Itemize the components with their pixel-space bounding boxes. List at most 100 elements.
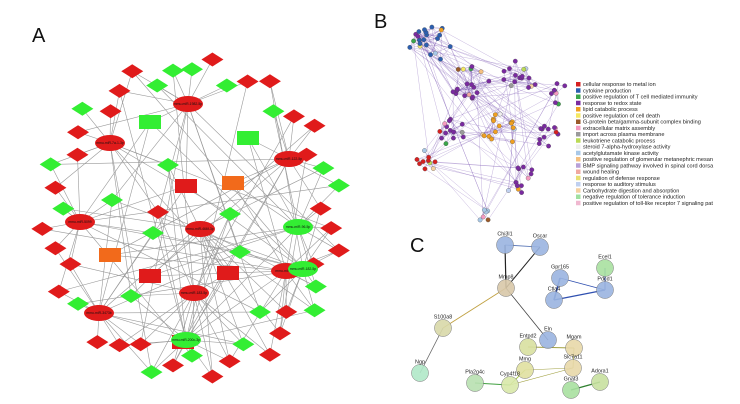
panel-c-edge bbox=[442, 287, 507, 329]
panel-a-target-node bbox=[309, 201, 332, 216]
panel-b-term-node bbox=[551, 87, 557, 93]
legend-label: cytokine production bbox=[583, 88, 631, 94]
panel-b-term-node bbox=[528, 171, 534, 177]
panel-a-edge bbox=[247, 137, 299, 228]
panel-b-term-node bbox=[493, 129, 498, 135]
panel-b-edge bbox=[415, 34, 512, 86]
legend-label: import across plasma membrane bbox=[583, 132, 664, 138]
panel-b-edge bbox=[515, 61, 523, 77]
panel-b-term-node bbox=[469, 64, 475, 69]
panel-a-edge bbox=[130, 295, 187, 341]
panel-b-edge bbox=[424, 168, 488, 212]
legend-label: positive regulation of cell death bbox=[583, 113, 660, 119]
panel-c-protein-node bbox=[519, 338, 537, 356]
panel-b-term-node bbox=[507, 66, 512, 71]
panel-a-target-node bbox=[327, 243, 350, 258]
panel-a-target-node bbox=[31, 221, 54, 236]
panel-a-mirna-label: mmu-miR-5099 bbox=[68, 220, 91, 224]
panel-a-target-node bbox=[120, 289, 142, 303]
panel-b-edge bbox=[431, 27, 436, 54]
panel-a-edge bbox=[109, 142, 159, 213]
panel-a-target-node bbox=[303, 118, 326, 133]
panel-a-edge bbox=[132, 71, 304, 270]
legend-label: leukotriene catabolic process bbox=[583, 138, 655, 144]
panel-a-edge bbox=[247, 137, 287, 272]
legend-swatch bbox=[576, 138, 581, 143]
panel-b-term-node bbox=[407, 45, 413, 50]
legend-swatch bbox=[576, 94, 581, 99]
panel-b-edge bbox=[548, 93, 557, 130]
panel-c-protein-node bbox=[539, 331, 557, 349]
panel-b-edge bbox=[471, 66, 519, 169]
panel-b-edge bbox=[450, 46, 541, 129]
legend-swatch bbox=[576, 144, 581, 149]
panel-a-edge bbox=[149, 158, 290, 277]
panel-c-protein-node bbox=[501, 376, 519, 394]
panel-a-edge bbox=[193, 292, 230, 362]
panel-b-term-node bbox=[480, 214, 486, 220]
panel-b-term-node bbox=[455, 86, 460, 92]
panel-a-edge bbox=[151, 292, 195, 373]
panel-a-edge bbox=[302, 208, 321, 270]
panel-a-target-node bbox=[237, 131, 259, 145]
panel-a-edge bbox=[269, 81, 290, 160]
panel-b-edge bbox=[482, 125, 500, 135]
panel-b-edge bbox=[482, 113, 501, 135]
panel-b-term-node bbox=[439, 135, 444, 141]
panel-b-term-node bbox=[423, 42, 429, 48]
panel-b-term-node bbox=[446, 118, 452, 124]
panel-a-edge bbox=[42, 228, 287, 272]
panel-a-edge bbox=[109, 226, 299, 256]
panel-c-protein-label: Gnat3 bbox=[564, 377, 579, 383]
panel-a-target-node bbox=[44, 180, 67, 195]
panel-b-term-node bbox=[521, 164, 526, 170]
panel-a-mirna-hub bbox=[274, 151, 304, 167]
panel-b-edge bbox=[416, 159, 434, 169]
legend-label: lipid catabolic process bbox=[583, 107, 638, 113]
panel-c-protein-node bbox=[411, 364, 429, 382]
panel-b-term-node bbox=[417, 41, 423, 46]
legend-swatch bbox=[576, 100, 581, 106]
panel-b-edge bbox=[468, 68, 472, 95]
panel-a-edge bbox=[77, 103, 189, 133]
panel-b-edge bbox=[528, 77, 555, 91]
panel-c-protein-label: Entpd2 bbox=[519, 334, 536, 340]
legend-swatch bbox=[576, 150, 581, 156]
panel-b-edge bbox=[429, 93, 557, 164]
panel-b-edge bbox=[462, 132, 522, 186]
panel-b-edge bbox=[482, 134, 529, 179]
panel-b-edge bbox=[418, 31, 496, 132]
panel-c-protein-label: Cyp4f18 bbox=[500, 372, 520, 378]
panel-a-edge bbox=[109, 71, 133, 144]
panel-b-term-node bbox=[501, 77, 507, 82]
panel-a-target-node bbox=[181, 348, 203, 363]
panel-b-term-node bbox=[546, 143, 551, 149]
panel-a-edge bbox=[79, 185, 339, 223]
panel-c-protein-node bbox=[496, 236, 514, 254]
panel-a-edge bbox=[97, 311, 187, 341]
panel-a-mirna-label: mmu-miR-711 bbox=[275, 269, 296, 273]
panel-a-edge bbox=[193, 292, 213, 377]
panel-letter-c: C bbox=[410, 235, 424, 257]
panel-c-protein-node bbox=[591, 373, 609, 391]
panel-a-target-node bbox=[232, 337, 255, 352]
legend-swatch bbox=[576, 107, 581, 112]
panel-a-edge bbox=[98, 251, 241, 314]
panel-a-mirna-label: mmu-miR-1982-5p bbox=[174, 102, 202, 106]
panel-b-term-node bbox=[437, 32, 442, 38]
panel-a-target-node bbox=[303, 303, 326, 318]
panel-b-edge bbox=[450, 130, 549, 147]
panel-a-edge bbox=[279, 268, 304, 334]
panel-b-term-node bbox=[430, 166, 436, 171]
legend-label: Carbohydrate digestion and absorption bbox=[583, 188, 679, 194]
panel-b-term-node bbox=[510, 139, 515, 145]
panel-a-edge bbox=[109, 158, 290, 256]
panel-b-term-node bbox=[513, 72, 518, 78]
panel-a-mirna-hub bbox=[65, 214, 95, 230]
panel-b-edge bbox=[419, 46, 494, 120]
panel-a-target-node bbox=[140, 365, 163, 380]
panel-a-target-node bbox=[47, 284, 70, 299]
panel-b-edge bbox=[428, 137, 454, 161]
panel-c-protein-node bbox=[466, 374, 484, 392]
panel-a-target-node bbox=[71, 101, 94, 116]
